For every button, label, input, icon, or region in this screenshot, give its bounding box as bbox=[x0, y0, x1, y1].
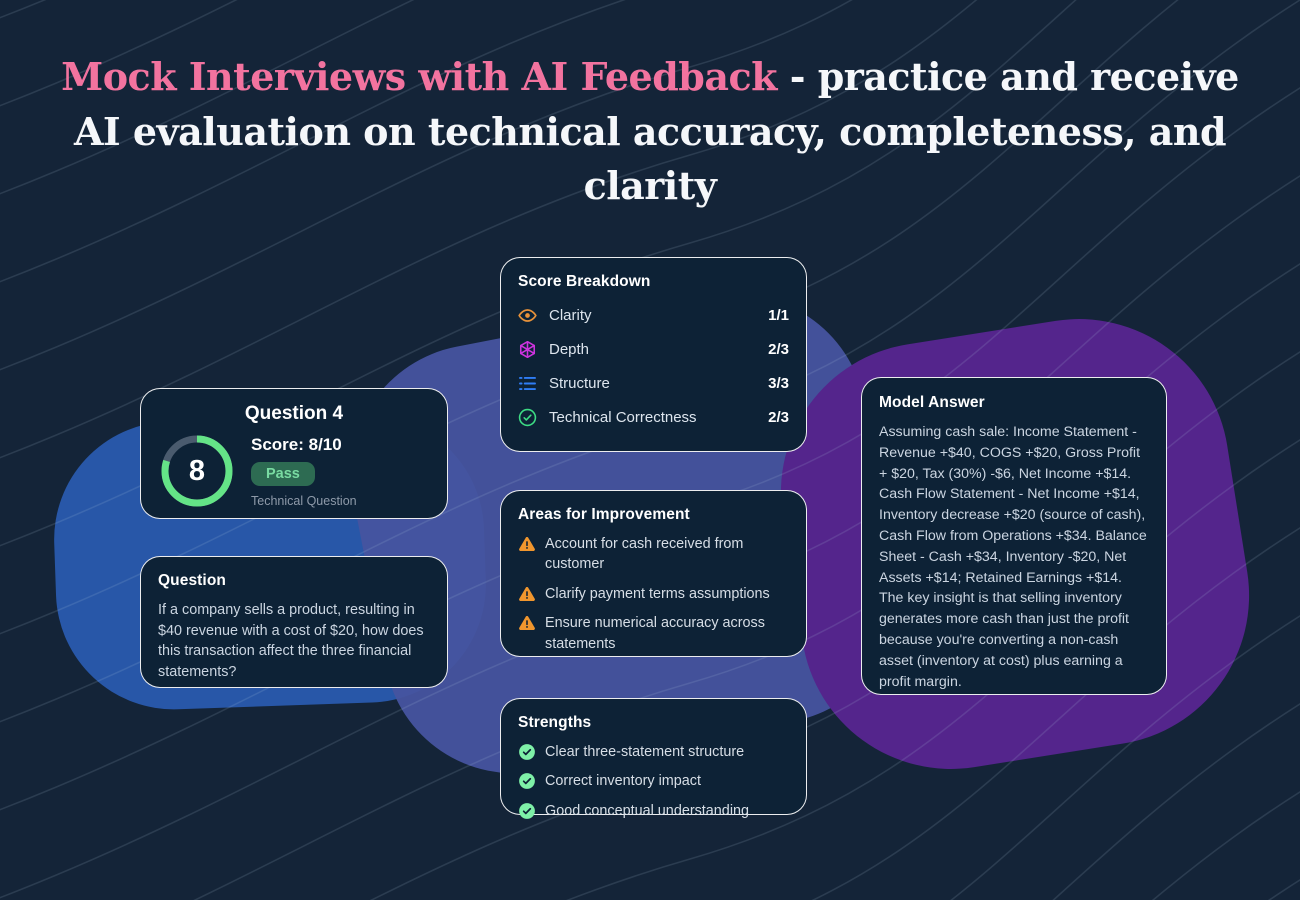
question-card-title: Question bbox=[158, 572, 226, 589]
score-breakdown-title: Score Breakdown bbox=[518, 273, 651, 290]
model-answer-text: Assuming cash sale: Income Statement - R… bbox=[879, 424, 1147, 690]
score-breakdown-score: 1/1 bbox=[768, 307, 789, 324]
score-ring: 8 bbox=[159, 433, 235, 509]
strength-item: Clear three-statement structure bbox=[518, 742, 789, 762]
score-breakdown-label: Depth bbox=[549, 341, 590, 358]
page-title-rest: - practice and receive AI evaluation on … bbox=[73, 54, 1239, 209]
question-summary-card: Question 4 8 Score: 8/10 Pass Technical … bbox=[140, 388, 448, 519]
eye-icon bbox=[518, 306, 537, 325]
strength-text: Good conceptual understanding bbox=[545, 802, 750, 819]
improvement-text: Ensure numerical accuracy across stateme… bbox=[545, 615, 765, 652]
score-breakdown-row: Clarity 1/1 bbox=[518, 306, 789, 325]
check-filled-icon bbox=[518, 802, 536, 820]
score-ring-chart bbox=[161, 435, 233, 507]
score-breakdown-score: 3/3 bbox=[768, 375, 789, 392]
areas-for-improvement-card: Areas for Improvement Account for cash r… bbox=[500, 490, 807, 657]
score-label: Score: 8/10 bbox=[251, 434, 342, 454]
cube-icon bbox=[518, 340, 537, 359]
page-title-highlight: Mock Interviews with AI Feedback bbox=[61, 54, 777, 99]
improvement-item: Ensure numerical accuracy across stateme… bbox=[518, 613, 789, 654]
score-breakdown-row: Technical Correctness 2/3 bbox=[518, 408, 789, 427]
question-category: Technical Question bbox=[251, 493, 357, 508]
strength-item: Correct inventory impact bbox=[518, 771, 789, 791]
check-filled-icon bbox=[518, 743, 536, 761]
warning-icon bbox=[518, 585, 536, 603]
model-answer-title: Model Answer bbox=[879, 394, 985, 411]
score-breakdown-score: 2/3 bbox=[768, 409, 789, 426]
areas-title: Areas for Improvement bbox=[518, 506, 690, 523]
score-breakdown-row: Structure 3/3 bbox=[518, 374, 789, 393]
check-circle-icon bbox=[518, 408, 537, 427]
question-text: If a company sells a product, resulting … bbox=[158, 602, 424, 680]
strengths-title: Strengths bbox=[518, 714, 592, 731]
strength-text: Correct inventory impact bbox=[545, 773, 701, 790]
question-number-title: Question 4 bbox=[244, 403, 344, 424]
warning-icon bbox=[518, 614, 536, 632]
score-ring-value: 8 bbox=[188, 454, 206, 487]
page-header: Mock Interviews with AI Feedback - pract… bbox=[0, 50, 1300, 214]
warning-icon bbox=[518, 535, 536, 553]
pass-badge: Pass bbox=[251, 461, 315, 486]
check-filled-icon bbox=[518, 772, 536, 790]
list-icon bbox=[518, 374, 537, 393]
score-breakdown-card: Score Breakdown Clarity 1/1 Depth 2/3 bbox=[500, 257, 807, 452]
improvement-text: Account for cash received from customer bbox=[545, 536, 744, 573]
score-breakdown-row: Depth 2/3 bbox=[518, 340, 789, 359]
score-breakdown-label: Technical Correctness bbox=[549, 409, 697, 426]
strength-item: Good conceptual understanding bbox=[518, 801, 789, 821]
strengths-card: Strengths Clear three-statement structur… bbox=[500, 698, 807, 819]
model-answer-card: Model Answer Assuming cash sale: Income … bbox=[861, 377, 1167, 695]
improvement-text: Clarify payment terms assumptions bbox=[545, 585, 770, 602]
score-breakdown-score: 2/3 bbox=[768, 341, 789, 358]
score-breakdown-label: Clarity bbox=[549, 307, 592, 324]
improvement-item: Account for cash received from customer bbox=[518, 534, 789, 575]
improvement-item: Clarify payment terms assumptions bbox=[518, 584, 789, 604]
question-card: Question If a company sells a product, r… bbox=[140, 556, 448, 688]
strength-text: Clear three-statement structure bbox=[545, 744, 745, 760]
page-title: Mock Interviews with AI Feedback - pract… bbox=[45, 50, 1255, 214]
score-breakdown-label: Structure bbox=[549, 375, 610, 392]
